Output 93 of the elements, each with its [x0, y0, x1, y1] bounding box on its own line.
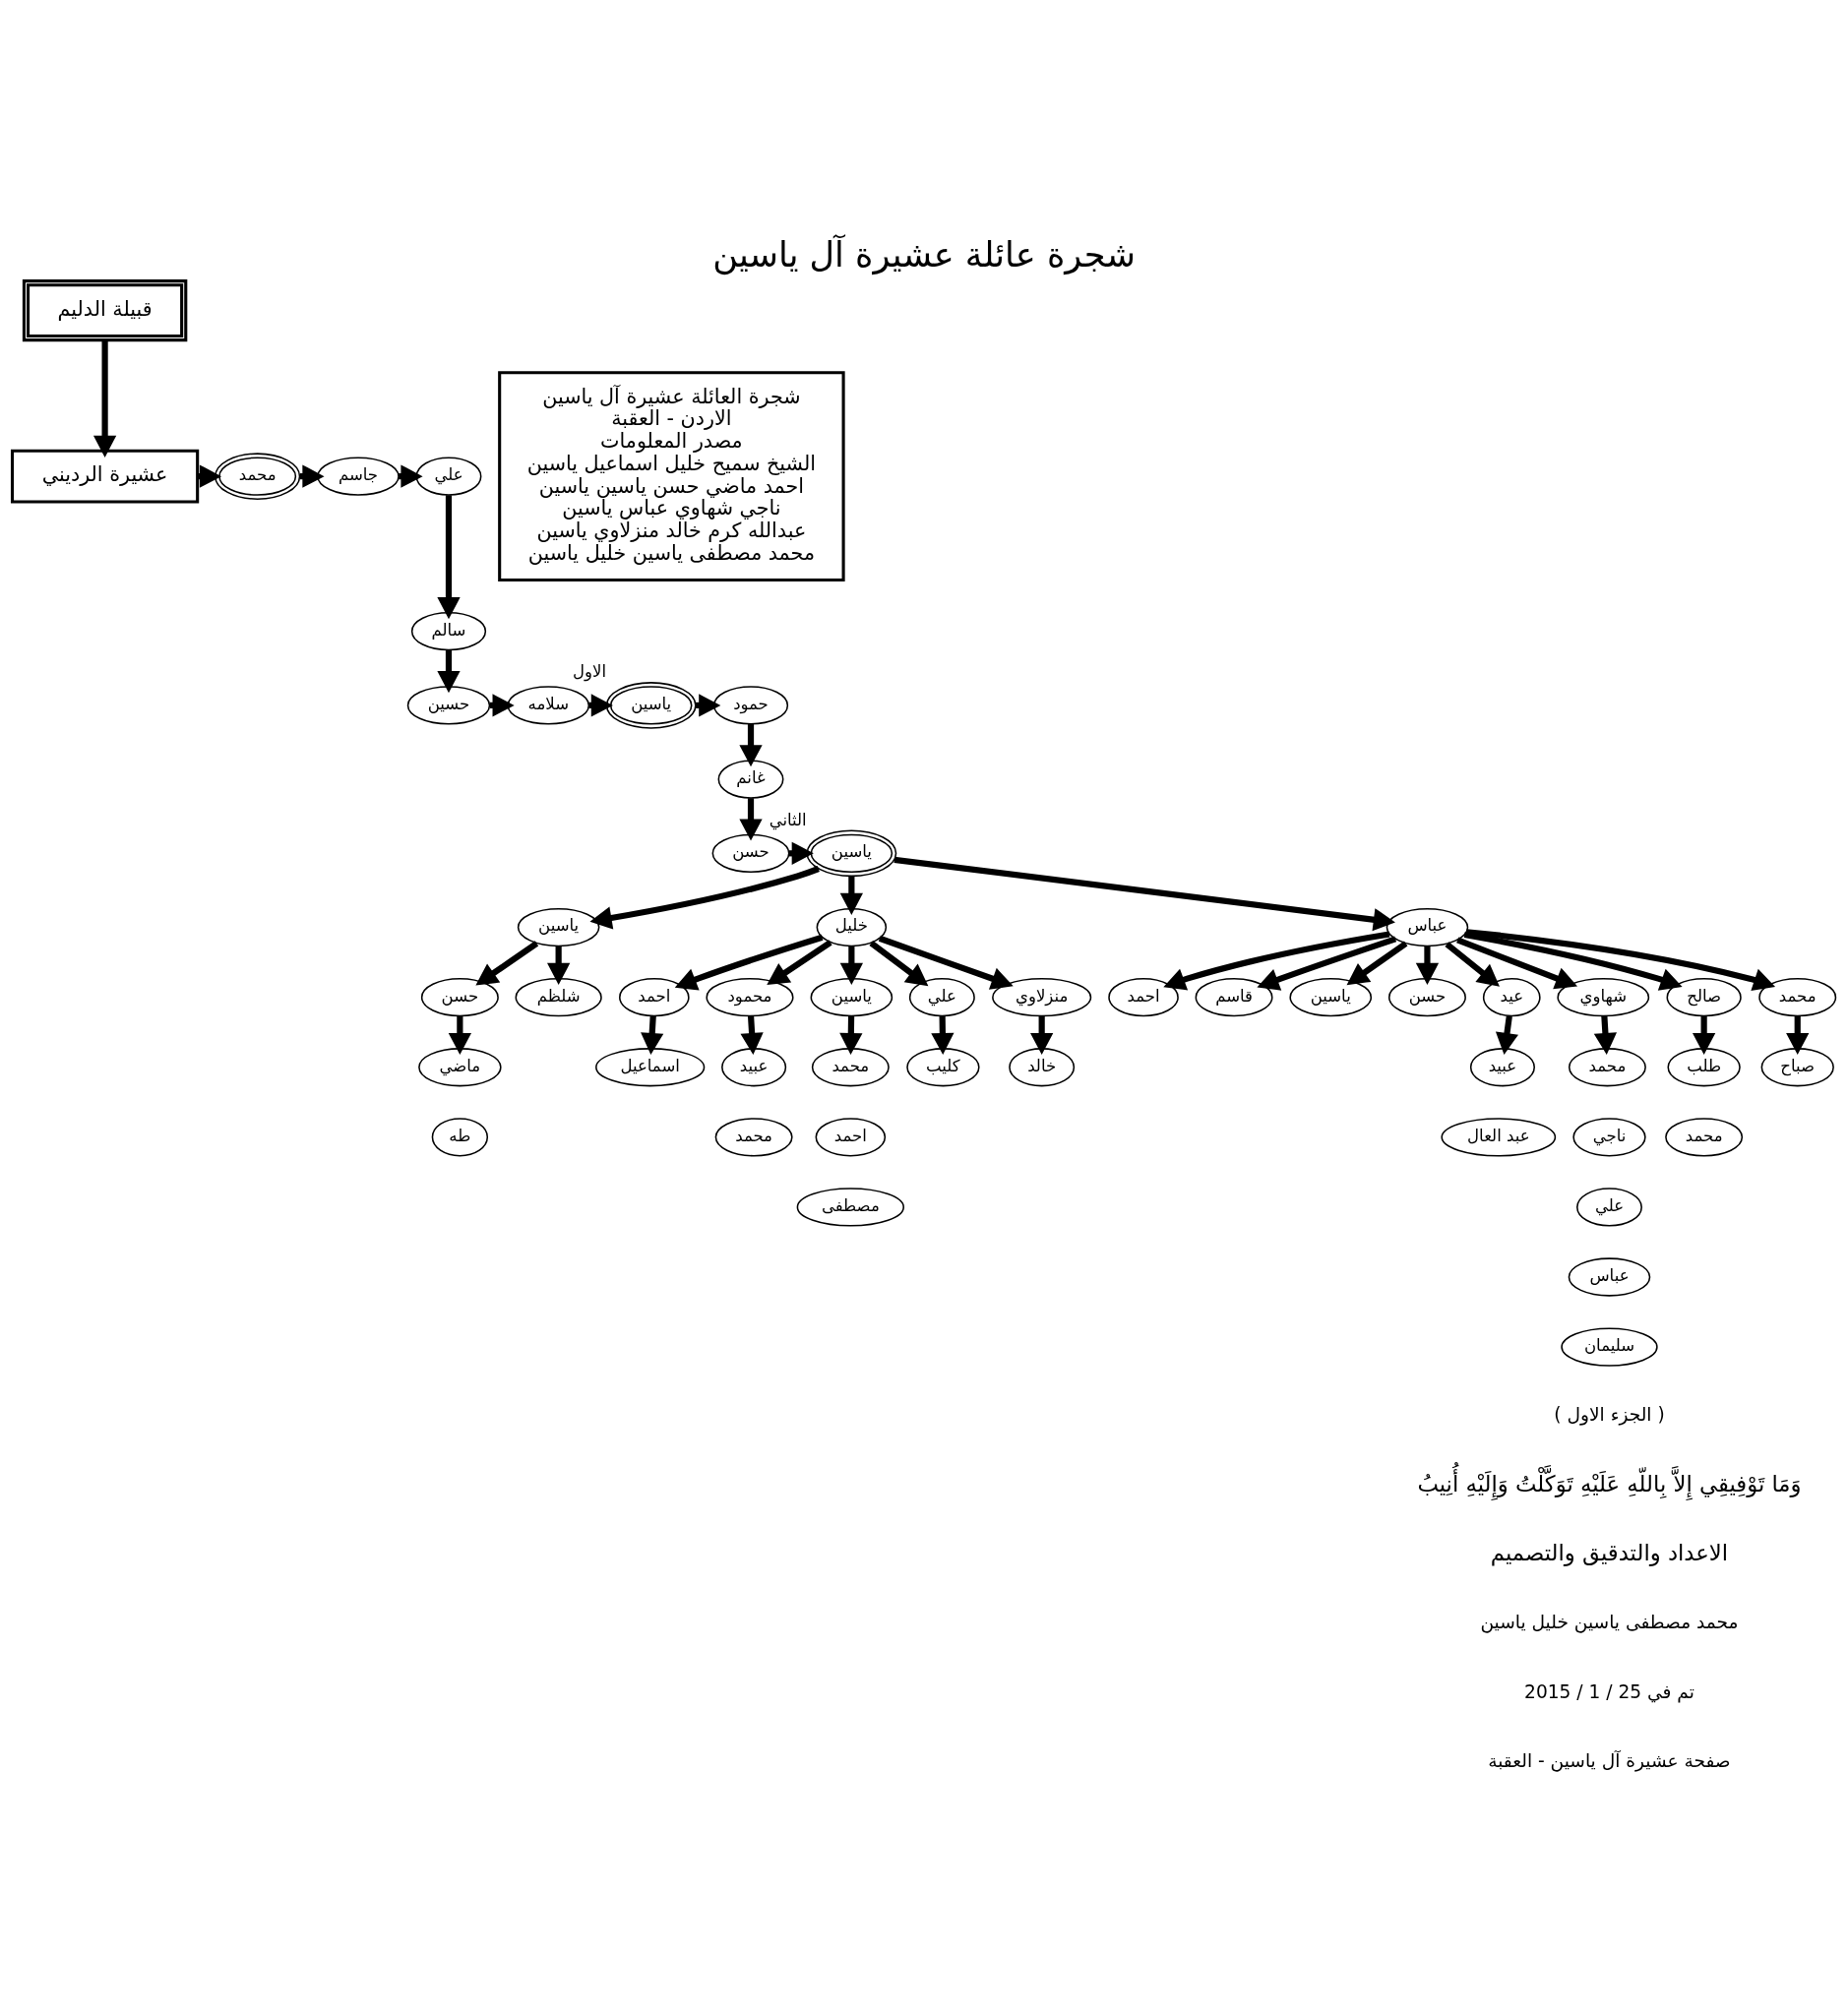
node-ellipse: عيد [1482, 977, 1541, 1016]
node-ellipse: حمود [712, 685, 789, 725]
node-ellipse: حسن [1387, 977, 1466, 1016]
node-ellipse: اسماعيل [595, 1047, 706, 1086]
arrow [1415, 946, 1440, 985]
arrow [1445, 941, 1500, 987]
arrow [767, 939, 832, 985]
node-ellipse: حسن [420, 977, 499, 1016]
node-ellipse: جاسم [317, 456, 400, 496]
arrow [893, 856, 1395, 931]
arrow [1257, 935, 1397, 991]
node-ellipse: محمد [215, 452, 301, 500]
node-ellipse: حسن [711, 833, 790, 873]
node-ellipse: شهاوي [1557, 977, 1650, 1016]
node-ellipse: سليمان [1561, 1326, 1658, 1367]
node-ellipse: محمد [811, 1047, 890, 1086]
node-label: الاول [573, 661, 607, 681]
label: الاعداد والتدقيق والتصميم [1490, 1539, 1729, 1565]
node-label: الثاني [769, 810, 807, 829]
node-ellipse: علي [1576, 1187, 1642, 1227]
arrow [674, 934, 824, 990]
node-ellipse: خالد [1009, 1047, 1076, 1086]
node-box: قبيلة الدليم [22, 278, 188, 341]
node-ellipse: عباس [1386, 907, 1469, 946]
arrow [739, 797, 763, 841]
node-ellipse: عباس [1568, 1256, 1651, 1297]
node-ellipse: ياسين [517, 907, 600, 946]
node-ellipse: غانم [717, 759, 784, 799]
node-ellipse: احمد [619, 977, 690, 1016]
node-ellipse: كليب [906, 1047, 980, 1086]
arrow [475, 940, 539, 986]
arrow [1495, 1014, 1518, 1055]
node-ellipse: مصطفى [796, 1187, 904, 1227]
node-ellipse: سلامه [507, 685, 590, 725]
node-ellipse: محمد [1665, 1117, 1744, 1156]
arrow [589, 865, 820, 930]
diagram-title: شجرة عائلة عشيرة آل ياسين [712, 233, 1136, 275]
arrow [869, 940, 929, 986]
node-ellipse: احمد [1108, 977, 1179, 1016]
node-ellipse: عبيد [1469, 1047, 1535, 1086]
arrow [1030, 1015, 1054, 1055]
arrow [1456, 937, 1578, 989]
node-ellipse: عبيد [721, 1047, 787, 1086]
node-ellipse: ناجي [1572, 1117, 1646, 1156]
arrow [878, 935, 1014, 990]
node-ellipse: شلظم [515, 977, 602, 1016]
node-ellipse: سالم [410, 611, 487, 650]
label: ( الجزء الاول ) [1554, 1403, 1665, 1425]
arrow [437, 494, 461, 619]
node-ellipse: محمد [714, 1117, 793, 1156]
node-ellipse: قاسم [1195, 977, 1273, 1016]
arrow [1466, 928, 1776, 991]
node-ellipse: طلب [1667, 1047, 1741, 1086]
arrow [92, 339, 117, 458]
arrow [641, 1015, 664, 1055]
node-ellipse: عبد العال [1441, 1117, 1557, 1156]
node-ellipse: محمود [706, 977, 794, 1016]
arrow [1692, 1015, 1716, 1055]
node-ellipse: محمد [1568, 1047, 1646, 1086]
node-ellipse: صالح [1666, 977, 1742, 1016]
label: صفحة عشيرة آل ياسين - العقبة [1488, 1749, 1731, 1771]
arrow [1163, 930, 1390, 991]
arrow [931, 1015, 955, 1055]
arrow [1463, 931, 1683, 991]
label: تم في 25 / 1 / 2015 [1524, 1680, 1694, 1702]
arrow [448, 1015, 471, 1055]
arrow [740, 1015, 764, 1055]
node-ellipse: منزلاوي [992, 977, 1092, 1016]
label: محمد مصطفى ياسين خليل ياسين [1480, 1611, 1739, 1632]
node-box: عشيرة الرديني [10, 449, 200, 504]
node-ellipse: ياسين [605, 681, 697, 729]
arrow [739, 723, 763, 766]
node-ellipse: ياسين [806, 829, 897, 877]
node-ellipse: صباح [1760, 1047, 1834, 1086]
arrow [1346, 940, 1408, 985]
node-box: شجرة العائلة عشيرة آل ياسين الاردن - العقبة مصدر المعلومات الشيخ سميح خليل اسماعيل ياسين احمد ماضي حسن ياسين ياسين ناجي شهاوي عباس ياسين عبدالله كرم خالد منزلاوي ياسين محمد مصطفى ياسين خليل ياسين [498, 370, 845, 581]
arrow [1786, 1015, 1810, 1055]
node-ellipse: ياسين [810, 977, 893, 1016]
arrow [437, 649, 461, 693]
node-ellipse: محمد [1758, 977, 1837, 1016]
node-ellipse: طه [431, 1117, 489, 1156]
node-ellipse: احمد [815, 1117, 887, 1156]
arrow [1593, 1015, 1617, 1055]
node-ellipse: علي [415, 456, 482, 496]
node-ellipse: ماضي [418, 1047, 502, 1086]
node-ellipse: علي [908, 977, 975, 1016]
node-ellipse: خليل [816, 907, 888, 946]
node-ellipse: ياسين [1289, 977, 1373, 1016]
arrow [839, 946, 863, 985]
arrow [547, 946, 571, 985]
arrow [839, 1015, 863, 1055]
arrow [839, 876, 863, 915]
node-ellipse: حسين [406, 685, 491, 725]
